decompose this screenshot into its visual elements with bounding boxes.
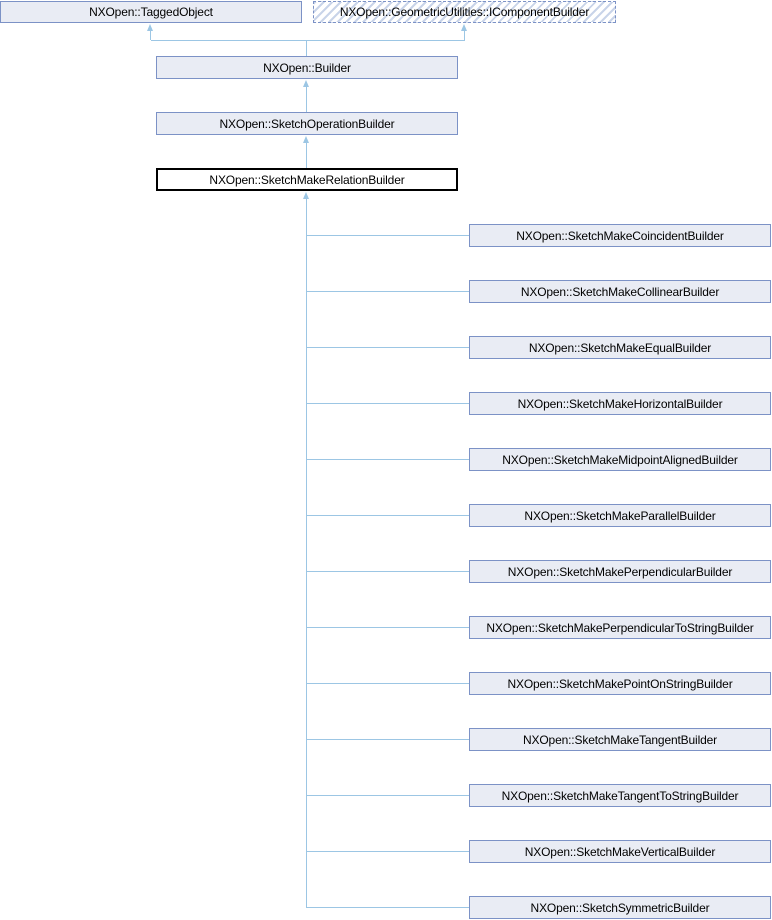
edge-builder-up [306, 40, 307, 56]
class-label: NXOpen::Builder [263, 60, 351, 75]
edge-derived-branch [307, 459, 469, 460]
arrowhead-to-builder [303, 80, 309, 87]
edge-derived-branch [307, 235, 469, 236]
class-label: NXOpen::SketchSymmetricBuilder [530, 900, 710, 915]
edge-derived-spine [306, 197, 307, 908]
class-label: NXOpen::TaggedObject [89, 5, 213, 19]
edge-to-icomponent-builder [464, 29, 465, 40]
edge-derived-branch [307, 739, 469, 740]
class-label: NXOpen::SketchMakeCollinearBuilder [520, 284, 720, 299]
arrowhead-to-operation-builder [303, 136, 309, 143]
edge-derived-branch [307, 403, 469, 404]
derived-class-node[interactable]: NXOpen::SketchMakePointOnStringBuilder [469, 672, 771, 695]
derived-class-node[interactable]: NXOpen::SketchMakePerpendicularBuilder [469, 560, 771, 583]
class-label: NXOpen::SketchMakeTangentBuilder [523, 732, 717, 747]
arrowhead-to-relation-builder [303, 192, 309, 199]
class-label: NXOpen::SketchMakeParallelBuilder [524, 508, 716, 523]
derived-class-node[interactable]: NXOpen::SketchSymmetricBuilder [469, 896, 771, 919]
class-label: NXOpen::SketchMakeTangentToStringBuilder [501, 788, 739, 803]
class-node-sketch-operation-builder[interactable]: NXOpen::SketchOperationBuilder [156, 112, 458, 135]
derived-class-node[interactable]: NXOpen::SketchMakeTangentBuilder [469, 728, 771, 751]
edge-derived-branch [307, 683, 469, 684]
derived-class-node[interactable]: NXOpen::SketchMakeTangentToStringBuilder [469, 784, 771, 807]
edge-derived-branch [307, 347, 469, 348]
derived-class-node[interactable]: NXOpen::SketchMakeVerticalBuilder [469, 840, 771, 863]
edge-derived-branch [307, 907, 469, 908]
derived-class-node[interactable]: NXOpen::SketchMakeHorizontalBuilder [469, 392, 771, 415]
edge-derived-branch [307, 291, 469, 292]
class-label: NXOpen::SketchMakeEqualBuilder [528, 340, 712, 355]
class-label: NXOpen::SketchMakeRelationBuilder [209, 172, 405, 187]
derived-class-node[interactable]: NXOpen::SketchMakeParallelBuilder [469, 504, 771, 527]
edge-relation-to-operation [306, 141, 307, 168]
arrowhead-to-icomponent-builder [461, 24, 467, 31]
derived-class-node[interactable]: NXOpen::SketchMakeEqualBuilder [469, 336, 771, 359]
class-label: NXOpen::SketchMakeCoincidentBuilder [516, 228, 724, 243]
class-label: NXOpen::GeometricUtilities::IComponentBu… [339, 5, 590, 19]
derived-class-node[interactable]: NXOpen::SketchMakeMidpointAlignedBuilder [469, 448, 771, 471]
class-label: NXOpen::SketchMakeHorizontalBuilder [517, 396, 723, 411]
class-label: NXOpen::SketchMakeVerticalBuilder [524, 844, 716, 859]
edge-derived-branch [307, 571, 469, 572]
class-node-builder[interactable]: NXOpen::Builder [156, 56, 458, 79]
class-label: NXOpen::SketchOperationBuilder [219, 116, 395, 131]
arrowhead-to-tagged-object [147, 24, 153, 31]
edge-to-tagged-object [150, 29, 151, 40]
class-label: NXOpen::SketchMakePointOnStringBuilder [507, 676, 733, 691]
class-node-sketch-make-relation-builder-current: NXOpen::SketchMakeRelationBuilder [156, 168, 458, 191]
edge-derived-branch [307, 627, 469, 628]
class-node-icomponent-builder[interactable]: NXOpen::GeometricUtilities::IComponentBu… [313, 1, 616, 23]
derived-class-node[interactable]: NXOpen::SketchMakePerpendicularToStringB… [469, 616, 771, 639]
edge-operation-to-builder [306, 85, 307, 112]
edge-derived-branch [307, 795, 469, 796]
edge-derived-branch [307, 851, 469, 852]
class-label: NXOpen::SketchMakePerpendicularBuilder [507, 564, 733, 579]
derived-class-node[interactable]: NXOpen::SketchMakeCollinearBuilder [469, 280, 771, 303]
edge-parents-horizontal [151, 40, 465, 41]
edge-derived-branch [307, 515, 469, 516]
class-label: NXOpen::SketchMakePerpendicularToStringB… [486, 620, 754, 635]
class-label: NXOpen::SketchMakeMidpointAlignedBuilder [502, 452, 738, 467]
derived-class-node[interactable]: NXOpen::SketchMakeCoincidentBuilder [469, 224, 771, 247]
class-node-tagged-object[interactable]: NXOpen::TaggedObject [0, 1, 302, 23]
